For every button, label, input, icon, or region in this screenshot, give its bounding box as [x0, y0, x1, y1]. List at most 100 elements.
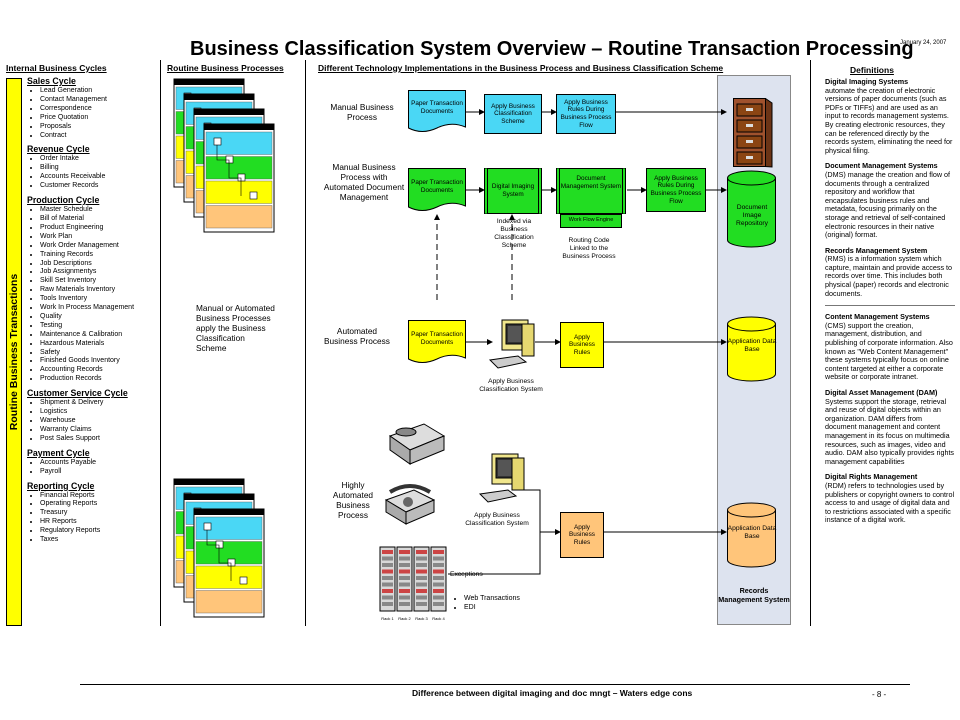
rack-label: Rack 1 — [381, 616, 394, 621]
cycle-item: Shipment & Delivery — [40, 399, 152, 408]
apply-rules-box-4: Apply Business Rules — [560, 512, 604, 558]
cycle-item: Regulatory Reports — [40, 527, 152, 536]
definition-body: automate the creation of electronic vers… — [825, 85, 953, 155]
application-database-label-4: Application Data Base — [727, 525, 777, 540]
workflow-engine-box: Work Flow Engine — [560, 214, 622, 228]
cycle-item: Work Order Management — [40, 242, 152, 251]
apply-bcs-caption-3: Apply Business Classification System — [479, 378, 543, 393]
row-label-highly-automated: Highly Automated Business Process — [332, 480, 374, 520]
cycle-item: Order Intake — [40, 155, 152, 164]
definition-body: Systems support the storage, retrieval a… — [825, 396, 955, 466]
cycle-item: Contract — [40, 132, 152, 141]
cycle-title: Production Cycle — [27, 195, 100, 206]
cycle-items: Master ScheduleBill of MaterialProduct E… — [27, 206, 152, 384]
application-database-cylinder-3 — [727, 316, 776, 382]
cycle-item: Work In Process Management — [40, 304, 152, 313]
cycle-item: Customer Records — [40, 182, 152, 191]
cycle-item: Proposals — [40, 123, 152, 132]
paper-documents-box-2: Paper Transaction Documents — [411, 179, 463, 194]
cycle-item: Bill of Material — [40, 215, 152, 224]
routine-note: Manual or Automated Business Processes a… — [196, 303, 275, 353]
cycle-title: Sales Cycle — [27, 76, 76, 86]
row-label-automated: Automated Business Process — [324, 326, 390, 346]
filing-cabinet-icon — [733, 98, 773, 168]
page-number: - 8 - — [872, 690, 887, 699]
row-label-manual-dms: Manual Business Process with Automated D… — [323, 162, 405, 202]
definition-title: Digital Rights Management — [825, 472, 918, 482]
cycle-item: Tools Inventory — [40, 295, 152, 304]
definition-title: Document Management Systems — [825, 161, 938, 171]
apply-rules-box-3: Apply Business Rules — [560, 322, 604, 368]
process-docs-stack-bottom — [173, 478, 265, 618]
paper-documents-icon — [408, 90, 466, 132]
date-label: January 24, 2007 — [900, 40, 947, 46]
document-repository-cylinder — [727, 170, 776, 248]
technology-heading: Different Technology Implementations in … — [318, 63, 724, 73]
cycle-item: Post Sales Support — [40, 435, 152, 444]
page-title: Business Classification System Overview … — [190, 38, 914, 60]
cycle-item: Billing — [40, 164, 152, 173]
row-label-manual: Manual Business Process — [330, 102, 394, 122]
cycles-list: Sales CycleLead GenerationContact Manage… — [27, 76, 152, 549]
cycle-group: Sales CycleLead GenerationContact Manage… — [27, 76, 152, 140]
footer-text: Difference between digital imaging and d… — [412, 688, 693, 698]
cycle-item: Quality — [40, 313, 152, 322]
cycle-item: Job Descriptions — [40, 260, 152, 269]
cycle-items: Lead GenerationContact ManagementCorresp… — [27, 87, 152, 140]
definition-title: Content Management Systems — [825, 312, 930, 322]
cycle-item: Financial Reports — [40, 492, 152, 501]
routing-caption: Routing Code Linked to the Business Proc… — [562, 237, 616, 260]
cycle-item: Product Engineering — [40, 224, 152, 233]
cycle-group: Reporting CycleFinancial ReportsOperatin… — [27, 481, 152, 545]
cycle-items: Order IntakeBillingAccounts ReceivableCu… — [27, 155, 152, 191]
application-database-label-3: Application Data Base — [727, 338, 777, 353]
apply-bcs-caption-4: Apply Business Classification System — [465, 512, 529, 527]
process-document — [193, 508, 265, 618]
definition-body: (DMS) manage the creation and flow of do… — [825, 169, 951, 240]
channel-edi: EDI — [464, 603, 520, 612]
cycle-item: Correspondence — [40, 105, 152, 114]
document-management-box: Document Management System — [556, 168, 626, 214]
definitions-separator — [825, 305, 955, 307]
routine-processes-heading: Routine Business Processes — [167, 63, 284, 73]
cycle-item: Lead Generation — [40, 87, 152, 96]
definition-title: Records Management System — [825, 245, 928, 255]
paper-documents-icon — [408, 320, 466, 363]
definition-body: (RDM) refers to technologies used by pub… — [825, 480, 955, 525]
cycle-item: Job Assignmentys — [40, 268, 152, 277]
cycle-items: Financial ReportsOperating ReportsTreasu… — [27, 492, 152, 545]
telephone-icon — [384, 484, 436, 525]
computer-icon — [488, 319, 535, 369]
process-document — [203, 123, 275, 233]
fax-machine-icon — [388, 423, 446, 465]
cycle-group: Revenue CycleOrder IntakeBillingAccounts… — [27, 144, 152, 191]
apply-rules-flow-box-2: Apply Business Rules During Business Pro… — [646, 168, 706, 212]
exceptions-caption: Exceptions — [450, 571, 483, 578]
cycle-item: Taxes — [40, 536, 152, 545]
cycle-item: Hazardous Materials — [40, 340, 152, 349]
cycle-item: Operating Reports — [40, 500, 152, 509]
cycle-title: Reporting Cycle — [27, 480, 95, 491]
cycle-group: Payment CycleAccounts PayablePayroll — [27, 448, 152, 477]
internal-cycles-heading: Internal Business Cycles — [6, 63, 107, 73]
cycle-item: Raw Materials Inventory — [40, 286, 152, 295]
side-label-bar: Routine Business Transactions — [6, 78, 22, 626]
cycle-item: Treasury — [40, 509, 152, 518]
cycle-item: Warranty Claims — [40, 426, 152, 435]
apply-rules-flow-box-1: Apply Business Rules During Business Pro… — [556, 94, 616, 134]
rack-label: Rack 4 — [432, 616, 445, 621]
application-database-cylinder-4 — [727, 502, 776, 568]
cycle-items: Accounts PayablePayroll — [27, 459, 152, 477]
digital-imaging-box: Digital Imaging System — [484, 168, 542, 214]
process-docs-stack-top — [173, 78, 275, 233]
divider-2 — [305, 60, 306, 626]
cycle-group: Production CycleMaster ScheduleBill of M… — [27, 195, 152, 384]
definitions-heading: Definitions — [850, 65, 894, 75]
definition-body: (CMS) support the creation, management, … — [825, 320, 953, 382]
cycle-item: Warehouse — [40, 417, 152, 426]
cycle-item: Skill Set Inventory — [40, 277, 152, 286]
cycle-item: Logistics — [40, 408, 152, 417]
cycle-title: Customer Service Cycle — [27, 388, 128, 399]
